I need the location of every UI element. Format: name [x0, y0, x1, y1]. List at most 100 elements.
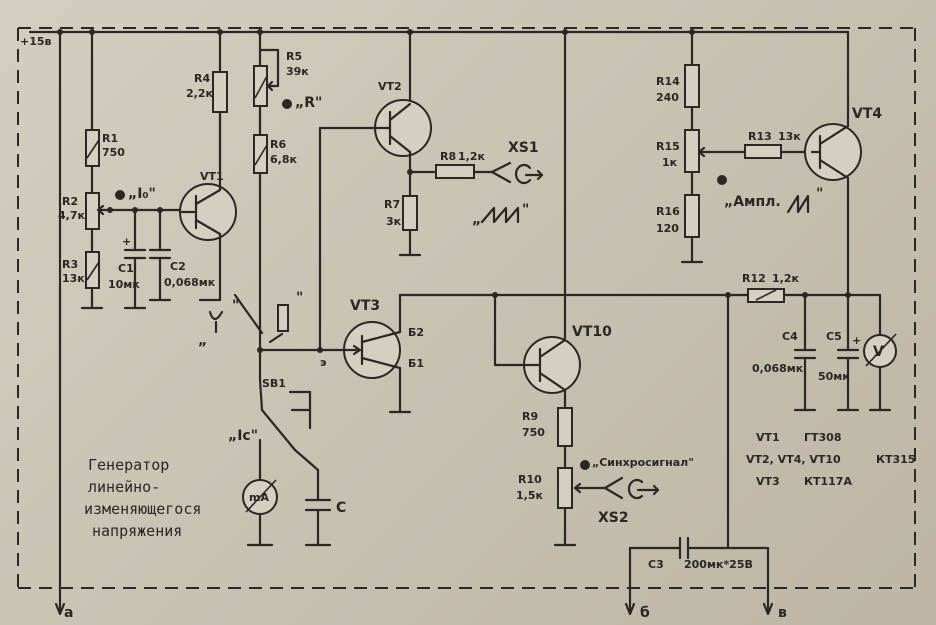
xs1-socket[interactable] — [490, 161, 544, 185]
legend-3-type: КТ117А — [804, 475, 852, 488]
c3-value: 200мк*25В — [684, 558, 753, 571]
legend-2-type: КТ315 — [876, 453, 915, 466]
r1-value: 750 — [102, 146, 125, 159]
r10-label: R10 — [518, 473, 542, 486]
c2-label: C2 — [170, 260, 186, 273]
vt4-transistor — [804, 30, 862, 297]
r10-value: 1,5к — [516, 489, 543, 502]
caption-line-1: Генератор — [88, 456, 169, 474]
vt1-transistor — [179, 116, 237, 302]
vt2-transistor — [318, 30, 494, 352]
r14-r15-r16-chain — [680, 30, 814, 264]
caption-line-4: напряжения — [92, 522, 182, 540]
r16-label: R16 — [656, 205, 680, 218]
r5-label: R5 — [286, 50, 302, 63]
vt1-label: VT1 — [200, 170, 224, 183]
r6-label: R6 — [270, 138, 286, 151]
ic-label: „Iс" — [228, 428, 258, 444]
vt4-label: VT4 — [852, 106, 882, 122]
c4-value: 0,068мк — [752, 362, 804, 375]
ma-meter-label: mA — [249, 491, 269, 504]
r4-label: R4 — [194, 72, 210, 85]
voltmeter: V — [863, 333, 897, 368]
r3-label: R3 — [62, 258, 78, 271]
pin-b1: Б1 — [408, 357, 424, 370]
terminal-b: б — [640, 605, 650, 621]
r3-value: 13к — [62, 272, 85, 285]
terminal-a: a — [64, 605, 73, 621]
c5-plus: + — [852, 334, 861, 347]
sb1-button-branch — [246, 378, 332, 547]
r16-value: 120 — [656, 222, 679, 235]
r9-label: R9 — [522, 410, 538, 423]
quote-open-2: „ — [472, 212, 481, 228]
r7-label: R7 — [384, 198, 400, 211]
quote-close-3: " — [522, 202, 529, 218]
r6-value: 6,8к — [270, 153, 297, 166]
c1-value: 10мк — [108, 278, 140, 291]
sawtooth-icon — [480, 206, 520, 224]
r5-r6-chain — [253, 30, 280, 332]
r8-label: R8 — [440, 150, 456, 163]
r4-resistor — [212, 30, 228, 122]
legend-3-name: VT3 — [756, 475, 780, 488]
xs1-label: XS1 — [508, 140, 539, 156]
xs2-socket[interactable] — [603, 476, 660, 500]
r12-value: 1,2к — [772, 272, 799, 285]
c3-label: C3 — [648, 558, 664, 571]
i0-test-point[interactable] — [115, 190, 125, 200]
c1-label: C1 — [118, 262, 134, 275]
r13-value: 13к — [778, 130, 801, 143]
c2-value: 0,068мк — [164, 276, 216, 289]
r2-label: R2 — [62, 195, 78, 208]
vt3-label: VT3 — [350, 298, 380, 314]
r-label: „R" — [295, 95, 322, 111]
quote-open-1: „ — [198, 333, 207, 349]
quote-close-2: " — [296, 290, 303, 306]
c4-label: C4 — [782, 330, 798, 343]
vt10-label: VT10 — [572, 324, 612, 340]
r1-r2-r3-divider — [80, 30, 112, 310]
legend-1-name: VT1 — [756, 431, 780, 444]
r7-value: 3к — [386, 215, 402, 228]
r-test-point[interactable] — [282, 99, 292, 109]
r15-label: R15 — [656, 140, 680, 153]
ramp-icon — [786, 194, 810, 214]
sb1-label: SB1 — [262, 377, 286, 390]
legend-2-name: VT2, VT4, VT10 — [746, 453, 841, 466]
sync-test-point[interactable] — [580, 460, 590, 470]
output-filter — [726, 288, 892, 412]
c5-label: C5 — [826, 330, 842, 343]
xs2-label: XS2 — [598, 510, 629, 526]
c5-value: 50мк — [818, 370, 850, 383]
r2-value: 4,7к — [58, 209, 85, 222]
vt2-label: VT2 — [378, 80, 402, 93]
r1-label: R1 — [102, 132, 118, 145]
c3-output-network — [624, 292, 774, 616]
ma-meter: mA — [242, 479, 278, 515]
voltmeter-label: V — [873, 344, 884, 360]
sync-label: „Синхросигнал" — [592, 456, 694, 469]
r4-value: 2,2к — [186, 87, 213, 100]
quote-close-1: " — [232, 298, 239, 314]
r14-label: R14 — [656, 75, 680, 88]
dashed-enclosure — [17, 27, 916, 589]
ground-socket-vt1[interactable] — [208, 310, 224, 334]
i0-label: „I₀" — [128, 186, 156, 202]
r9-value: 750 — [522, 426, 545, 439]
c1-plus: + — [122, 235, 131, 248]
c-label: C — [336, 500, 346, 516]
r13-label: R13 — [748, 130, 772, 143]
ampl-test-point[interactable] — [717, 175, 727, 185]
ampl-label: „Ампл. — [724, 194, 781, 210]
pin-e: э — [320, 356, 327, 369]
r8-value: 1,2к — [458, 150, 485, 163]
caption-line-3: изменяющегося — [84, 500, 201, 518]
caption-line-2: линейно- — [88, 478, 160, 496]
vt1-emitter-junction — [198, 293, 332, 382]
pin-b2: Б2 — [408, 326, 424, 339]
vt10-transistor — [493, 30, 607, 547]
vt1-base-network — [107, 207, 184, 310]
supply-label: +15в — [20, 35, 52, 48]
